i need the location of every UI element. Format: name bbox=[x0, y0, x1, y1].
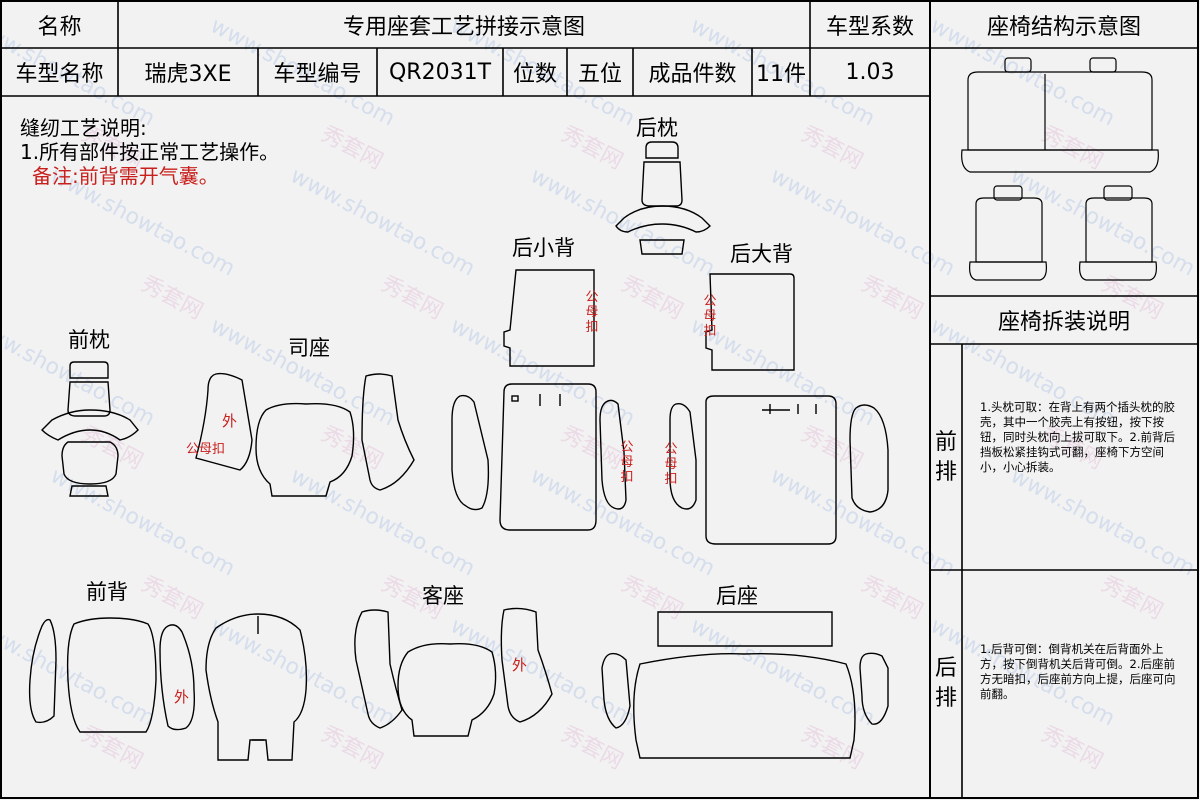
disassembly-title: 座椅拆装说明 bbox=[997, 310, 1130, 335]
notes-heading: 缝纫工艺说明: bbox=[20, 116, 147, 140]
rear-small-back-pattern bbox=[451, 269, 627, 531]
label-rear-pillow: 后枕 bbox=[636, 116, 678, 140]
snap-mark-driver: 公母扣 bbox=[186, 442, 226, 457]
label-front-pillow: 前枕 bbox=[68, 328, 110, 352]
notes-remark: 备注:前背需开气囊。 bbox=[32, 164, 219, 188]
name-label: 名称 bbox=[37, 14, 82, 40]
front-row-instructions: 1.头枕可取：在背上有两个插头枕的胶壳，其中一个胶壳上有按钮，按下按钮，同时头枕… bbox=[980, 400, 1175, 474]
label-rear-seat: 后座 bbox=[716, 584, 758, 608]
rear-big-back-pattern bbox=[669, 273, 889, 545]
snap-mark-big-back: 公母扣 bbox=[703, 294, 717, 339]
page-title: 专用座套工艺拼接示意图 bbox=[342, 14, 585, 40]
pieces-label: 成品件数 bbox=[648, 62, 737, 87]
notes-item-1: 1.所有部件按正常工艺操作。 bbox=[20, 140, 280, 164]
label-passenger-seat: 客座 bbox=[422, 584, 464, 608]
seat-structure-diagram bbox=[961, 57, 1159, 281]
seats-value: 五位 bbox=[577, 62, 622, 87]
rear-seat-pattern bbox=[601, 611, 889, 759]
pieces-value: 11件 bbox=[756, 62, 806, 87]
model-code-label: 车型编号 bbox=[273, 62, 362, 87]
driver-seat-pattern bbox=[195, 372, 415, 497]
snap-mark-big-back-side: 公母扣 bbox=[664, 442, 678, 487]
label-rear-small-back: 后小背 bbox=[512, 236, 575, 260]
outer-mark-driver: 外 bbox=[222, 412, 238, 430]
coef-value: 1.03 bbox=[845, 59, 895, 85]
outer-mark-passenger: 外 bbox=[512, 656, 528, 674]
label-driver-seat: 司座 bbox=[288, 336, 330, 360]
structure-label: 座椅结构示意图 bbox=[986, 14, 1141, 40]
rear-pillow-pattern bbox=[615, 141, 711, 255]
model-name-label: 车型名称 bbox=[15, 62, 104, 87]
seats-label: 位数 bbox=[512, 62, 557, 87]
label-rear-big-back: 后大背 bbox=[730, 242, 793, 266]
rear-row-label: 后排 bbox=[934, 656, 957, 711]
rear-row-instructions: 1.后背可倒：倒背机关在后背面外上方，按下倒背机关后背可倒。2.后座前方无暗扣，… bbox=[980, 642, 1176, 701]
outer-mark-front-back: 外 bbox=[174, 688, 190, 706]
label-front-back: 前背 bbox=[86, 580, 128, 604]
snap-mark-small-back-side: 公母扣 bbox=[620, 440, 634, 485]
model-code-value: QR2031T bbox=[388, 59, 492, 85]
front-back-pattern bbox=[28, 613, 308, 761]
snap-mark-small-back: 公母扣 bbox=[585, 290, 599, 335]
coef-label: 车型系数 bbox=[825, 14, 914, 40]
model-name-value: 瑞虎3XE bbox=[144, 62, 232, 87]
front-pillow-pattern bbox=[41, 361, 139, 497]
passenger-seat-pattern bbox=[354, 607, 553, 737]
front-row-label: 前排 bbox=[934, 430, 957, 485]
